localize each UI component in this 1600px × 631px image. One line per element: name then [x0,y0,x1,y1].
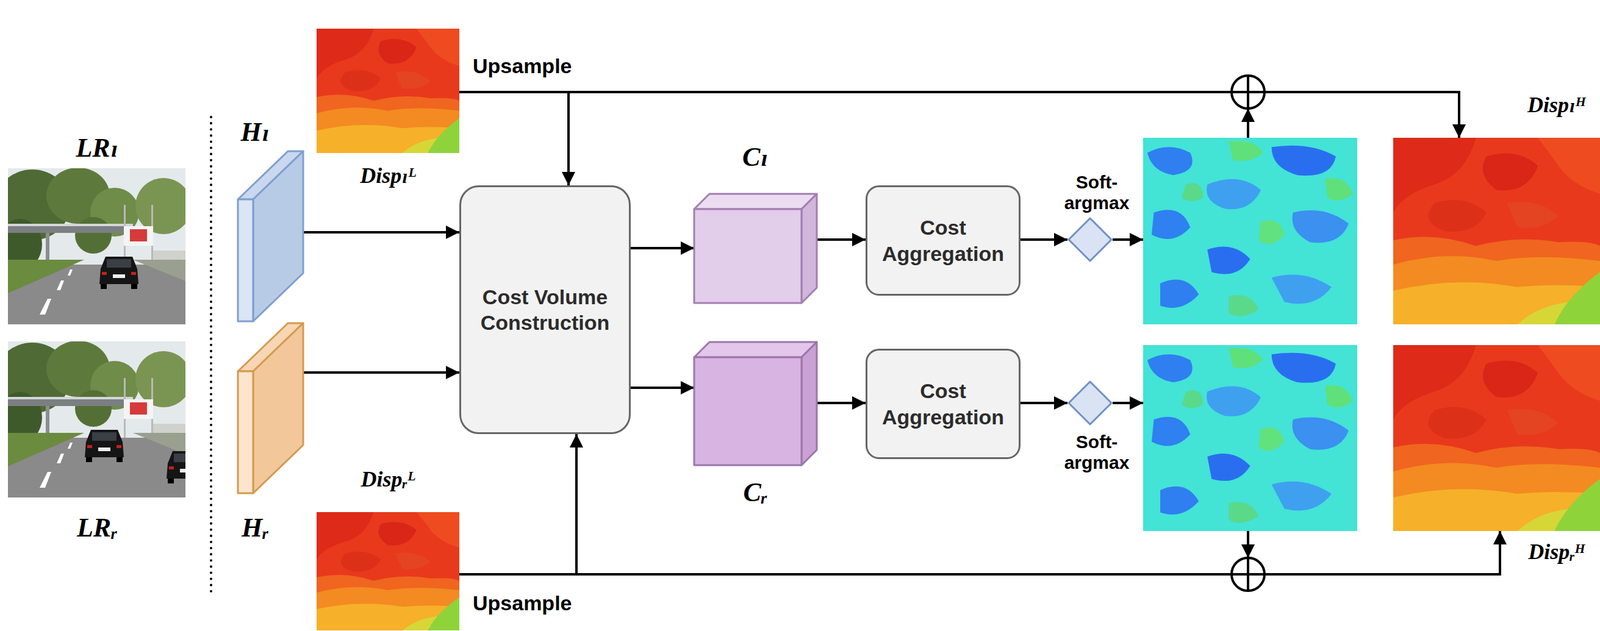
car [166,451,206,484]
slab-outline [237,151,304,322]
car [84,430,124,463]
node-label: Dispₗᴸ [359,163,417,188]
cube-side [801,342,817,466]
cube-front [694,209,802,304]
process-box: Cost Aggregation [865,185,1021,296]
feature-map: Hᵣ [237,323,304,494]
separator-dotted-line [209,117,213,592]
node-label: LRₗ [75,132,118,163]
street-scene [0,167,192,325]
annotation-label: Upsample [472,591,573,616]
connector [459,92,569,186]
connector [459,531,1500,575]
disparity-map: Dispᵣᴴ [1393,345,1600,532]
diamond-shape [1068,381,1112,425]
process-box: Cost Aggregation [865,348,1021,460]
feature-map: Hₗ [237,151,304,322]
disparity-map: Dispₗᴸ [316,28,460,154]
cost-volume: Cₗ [694,193,817,304]
stereo-photo [0,340,206,498]
stereo-photo [0,167,192,325]
disparity-map: Dispₗᴴ [1393,137,1600,325]
sum-symbol [1231,75,1265,109]
disparity-map [1393,137,1600,325]
connector [303,371,460,374]
disparity-map [1393,345,1600,532]
diamond-outline [1067,380,1113,426]
node-label: Cₗ [742,142,768,173]
node-label: Soft-argmax [1057,431,1137,473]
annotation-label: Upsample [472,54,573,79]
cube-side [801,193,817,304]
slab-front [237,199,254,322]
connector [816,238,866,241]
input-image: LRₗ [7,168,186,325]
node-label: LRᵣ [76,513,118,543]
node-label: Cost Aggregation [877,378,1009,431]
connector [303,231,460,234]
slab-front [237,371,254,494]
input-image: LRᵣ [7,341,186,498]
connector [630,386,695,390]
node-label: Cost Volume Construction [470,284,620,337]
connector [1020,238,1068,241]
cube-front [694,357,802,466]
cost-volume: Cᵣ [694,342,817,466]
slab-side [253,151,304,322]
disparity-map [316,512,460,631]
connector [1020,401,1068,405]
disparity-map: Dispᵣᴸ [316,512,460,631]
connector [459,92,1460,138]
node-label: Hᵣ [241,513,269,543]
node-label: Soft-argmax [1057,172,1137,213]
arrow [1112,238,1144,241]
node-label: Cost Aggregation [877,214,1009,267]
street-scene [0,340,192,498]
node-label: Dispₗᴴ [1527,92,1585,118]
car [99,256,139,290]
disparity-map [316,28,460,154]
node-label: Hₗ [240,117,270,148]
sum-symbol [1231,558,1265,592]
cube-top [694,342,817,358]
node-label: Cᵣ [742,477,767,508]
diamond-shape [1068,218,1112,262]
arrow [1246,531,1250,559]
arrow [1112,401,1144,405]
arrow [1246,108,1250,138]
diamond-outline [1067,217,1113,263]
connector [459,434,577,575]
node-label: Dispᵣᴴ [1528,539,1585,565]
node-label: Dispᵣᴸ [360,467,415,492]
slab-side [253,323,304,494]
operation-diamond: Soft-argmax [1067,380,1113,426]
connector [816,401,866,405]
cube-top [694,193,817,210]
slab-outline [237,323,304,494]
cube-outline [694,342,817,466]
process-box: Cost Volume Construction [459,185,631,435]
residual-map [1143,345,1358,532]
operation-diamond: Soft-argmax [1067,217,1113,263]
connector [630,247,695,250]
cube-outline [694,193,817,304]
residual-map [1143,137,1358,325]
